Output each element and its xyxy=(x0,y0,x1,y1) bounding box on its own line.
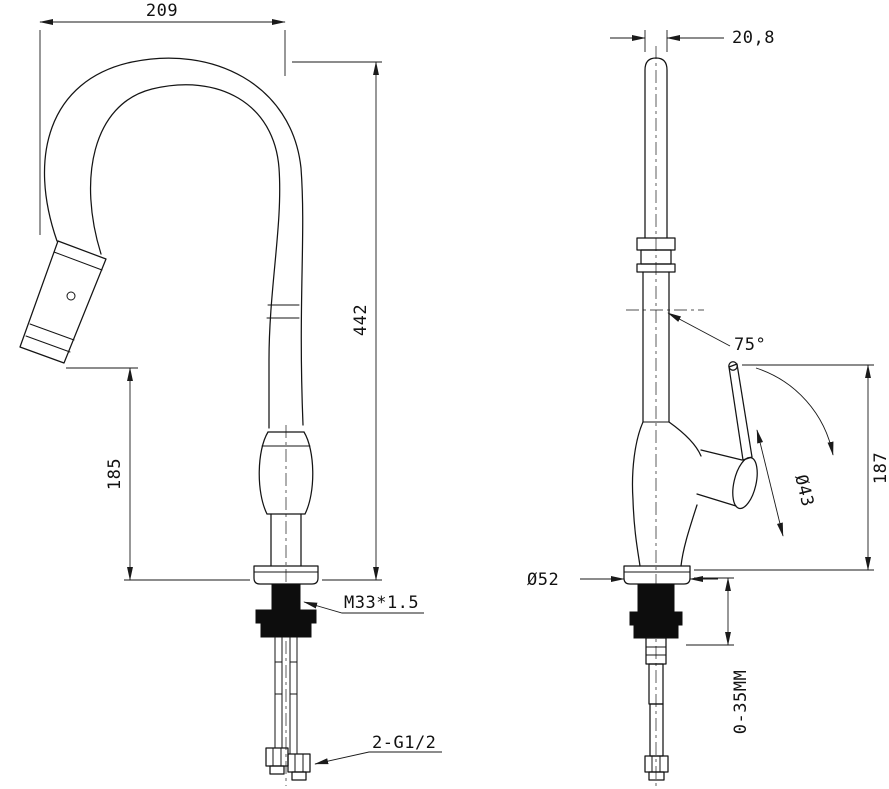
side-base-flange xyxy=(623,565,691,585)
spray-head-tip-band xyxy=(29,323,75,341)
dim-base-diameter-label: Ø52 xyxy=(527,570,559,590)
handle-socket-top xyxy=(700,449,743,461)
spout-pipe xyxy=(644,57,668,239)
spray-head-collar-line xyxy=(53,251,103,271)
thread-spec-label: M33*1.5 xyxy=(344,593,419,613)
side-hose-lower xyxy=(649,703,664,757)
side-washer-lower xyxy=(633,624,679,639)
joint-nut-bottom xyxy=(636,263,676,273)
body-bulge-right xyxy=(303,431,314,515)
front-view xyxy=(19,57,319,786)
body-left-profile xyxy=(631,421,644,567)
rubber-washer-upper xyxy=(255,609,317,624)
dim-handle-diameter-line xyxy=(756,429,784,537)
connector-cap-right xyxy=(291,771,307,781)
hose-connectors xyxy=(265,747,311,781)
dim-handle-diameter-label: Ø43 xyxy=(790,473,817,509)
inlet-spec-label: 2-G1/2 xyxy=(372,733,436,753)
connector-nut-right xyxy=(287,753,311,773)
side-connector-nut xyxy=(644,755,669,773)
connector-nut-left xyxy=(265,747,289,767)
dim-height-label: 442 xyxy=(351,304,371,336)
spray-head-tip-line xyxy=(25,335,71,353)
base-flange xyxy=(253,565,319,585)
handle-cap xyxy=(732,456,758,510)
body-bulge-left xyxy=(258,431,269,515)
handle-socket-bottom xyxy=(696,493,737,507)
handle-angle-label: 75° xyxy=(734,335,766,355)
side-dimensions: 20,8 75° Ø43 187 Ø52 0-35MM xyxy=(527,28,889,734)
dim-mount-thickness-label: 0-35MM xyxy=(731,670,751,734)
connector-cap-left xyxy=(269,765,285,775)
dim-top-width-label: 20,8 xyxy=(732,28,775,48)
thread-spec-leader xyxy=(303,601,424,614)
handle-lever-tip xyxy=(728,361,738,371)
inlet-spec-leader xyxy=(314,751,442,765)
dim-spout-height-label: 185 xyxy=(105,458,125,490)
rubber-washer-lower xyxy=(260,622,312,638)
handle-lever xyxy=(728,363,753,461)
hose-inner-line xyxy=(90,84,281,429)
spray-head xyxy=(19,240,107,364)
body-right-lower-profile xyxy=(680,504,698,567)
side-washer-upper xyxy=(629,611,683,626)
mounting-shank xyxy=(271,583,301,611)
supply-hoses xyxy=(274,636,298,755)
spray-head-button xyxy=(66,291,76,301)
handle-swing-arc xyxy=(755,367,834,456)
side-connector-cap xyxy=(648,771,665,781)
body-right-upper-profile xyxy=(668,421,702,457)
dim-side-height-label: 187 xyxy=(871,452,889,484)
front-dimensions: 209 442 185 M33*1.5 2-G1/2 xyxy=(39,1,442,765)
hose-outer-line xyxy=(44,57,304,426)
side-view-hardware xyxy=(623,565,691,781)
side-mounting-shank xyxy=(637,583,675,613)
dim-width-label: 209 xyxy=(146,1,178,21)
handle-angle-leader xyxy=(667,312,731,347)
side-view xyxy=(626,46,758,786)
